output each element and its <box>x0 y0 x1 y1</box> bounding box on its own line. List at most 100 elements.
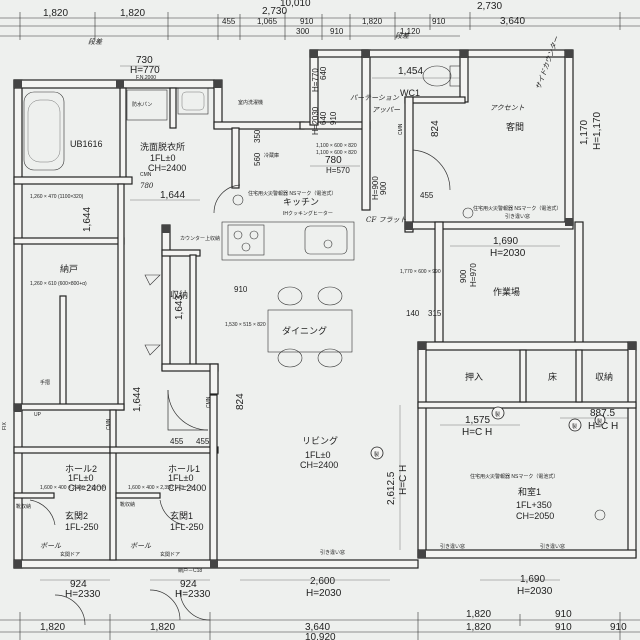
note-window-c: 1,530 × 515 × 820 <box>225 322 266 328</box>
dim-h770v: H=770 <box>311 68 320 92</box>
dim-1644-v: 1,644 <box>82 207 93 232</box>
dim-824-wc: 824 <box>430 120 441 137</box>
dim-900-s: 900 <box>459 269 468 283</box>
note-smoke-guest: 住宅用火災警報器 NSマーク（電池式） <box>473 205 561 212</box>
hand-9: ボール <box>40 542 62 550</box>
room-tesuri: 手摺 <box>40 379 50 386</box>
room-fridge: 冷蔵庫 <box>264 152 279 159</box>
note-cmn3: CMN <box>206 396 212 408</box>
room-ih: IHクッキングヒーター <box>283 210 333 217</box>
dim-910-s: 910 <box>234 285 248 294</box>
room-genkan1-fl: 1FL-250 <box>170 522 204 532</box>
bathtub <box>23 91 65 171</box>
dim-bot-910c: 910 <box>610 622 627 633</box>
dim-h2330-b: H=2330 <box>175 589 211 600</box>
dim-26125: 2,612.5 <box>386 471 397 505</box>
dim-1644-p: 1,644 <box>132 387 143 412</box>
note-sliding-b2: 引き違い窓 <box>440 543 465 550</box>
room-hall1-ch: CH=2400 <box>168 483 206 493</box>
room-hall2: ホール2 <box>65 464 97 474</box>
dim-h770: H=770 <box>130 65 160 76</box>
dim-h2330-a: H=2330 <box>65 589 101 600</box>
dim-top-910b: 910 <box>432 17 446 26</box>
dining-table <box>267 286 353 368</box>
room-hall1: ホール1 <box>168 464 200 474</box>
mark-a-text: 製 <box>374 451 379 458</box>
note-window-a: 1,260 × 470 (1100×320) <box>30 194 84 200</box>
note-cmn2: CMN <box>106 418 112 430</box>
dim-bot-total: 10,920 <box>305 632 336 640</box>
dim-780: 780 <box>325 155 342 166</box>
dim-top-910: 910 <box>300 17 314 26</box>
dim-560: 560 <box>253 152 262 166</box>
room-genkan1: 玄関1 <box>170 510 193 521</box>
dim-455-a: 455 <box>170 437 184 446</box>
hand-3: アッパー <box>372 106 401 114</box>
room-hall1-fl: 1FL±0 <box>168 473 193 483</box>
dim-h900-k: H=900 <box>371 176 380 200</box>
dim-top-1120: 1,120 <box>400 27 421 36</box>
dim-h770-sub: F.N.2000 <box>136 75 156 81</box>
room-kitchen: キッチン <box>283 197 319 207</box>
room-guest: 客間 <box>506 121 524 132</box>
dim-1170: 1,170 <box>579 120 590 145</box>
toilet <box>422 65 461 87</box>
dim-hch-b: H=C H <box>588 421 618 432</box>
note-genkan-door: 玄関ドア <box>60 551 80 558</box>
dim-1690-b: 1,690 <box>520 574 545 585</box>
hand-2: 段差 <box>395 32 410 40</box>
dim-h970: H=970 <box>469 263 478 287</box>
smoke-detectors <box>232 194 606 521</box>
top-dimensions: 10,010 1,820 1,820 2,730 2,730 455 1,065… <box>0 0 640 40</box>
room-bouka: 防水パン <box>132 101 152 108</box>
room-ub: UB1616 <box>70 139 103 149</box>
dim-640b: 640 <box>319 111 328 125</box>
hand-10: ボール <box>130 542 152 550</box>
dim-730: 730 <box>136 55 153 66</box>
structural-posts <box>14 50 636 568</box>
note-window-d: 1,770 × 600 × 990 <box>400 269 441 275</box>
hand-8: 780 <box>140 182 154 190</box>
hand-7: CF フラット <box>366 216 406 224</box>
note-genkan-door2: 玄関ドア <box>160 551 180 558</box>
dim-140: 140 <box>406 309 420 318</box>
dim-top-1820: 1,820 <box>362 17 383 26</box>
dim-top-455: 455 <box>222 17 236 26</box>
room-workroom: 作業場 <box>493 286 520 297</box>
dim-bot-1820d: 1,820 <box>466 622 491 633</box>
dim-350: 350 <box>253 129 262 143</box>
room-dimensions: 730 H=770 F.N.2000 1,454 H=770 640 H=203… <box>65 55 618 600</box>
room-genkan2: 玄関2 <box>65 510 88 521</box>
room-up: UP <box>34 412 42 418</box>
dim-h2030-c: H=2030 <box>517 586 553 597</box>
dim-910v: 910 <box>329 111 338 125</box>
dim-455-b: 455 <box>196 437 210 446</box>
dim-top-1: 1,820 <box>43 8 68 19</box>
dim-bot-1820a: 1,820 <box>466 609 491 620</box>
bottom-dimensions: 1,820 910 1,820 1,820 3,640 1,820 910 91… <box>0 609 640 640</box>
hand-6: アクセント <box>490 104 525 112</box>
dim-824-l: 824 <box>235 393 246 410</box>
mark-b-text: 製 <box>495 411 500 418</box>
room-washroom-ch: CH=2400 <box>148 163 186 173</box>
note-sliding-b1: 引き違い窓 <box>320 549 345 556</box>
dim-top-910c: 910 <box>330 27 344 36</box>
dim-h2030v: H=2030 <box>311 106 320 135</box>
dim-8875: 887.5 <box>590 408 615 419</box>
room-nando: 納戸 <box>60 263 78 274</box>
dim-top-cut: 10,010 <box>280 0 311 9</box>
dim-455-r: 455 <box>420 191 434 200</box>
mark-c-text: 製 <box>572 423 577 430</box>
room-labels: UB1616 洗面脱衣所 1FL±0 CH=2400 防水パン 室内洗濯機 冷蔵… <box>16 88 613 532</box>
dim-top-300: 300 <box>296 27 310 36</box>
room-oshiire: 押入 <box>465 371 483 382</box>
dim-hch-v: H=C H <box>398 465 409 495</box>
note-shoes-a: 1,600 × 400 × 2,350 フロート <box>40 485 106 491</box>
room-toko: 床 <box>548 371 557 382</box>
room-laundry: 室内洗濯機 <box>238 99 263 106</box>
dim-bot-910a: 910 <box>555 609 572 620</box>
room-hall2-fl: 1FL±0 <box>68 473 93 483</box>
door-swings <box>29 149 451 626</box>
